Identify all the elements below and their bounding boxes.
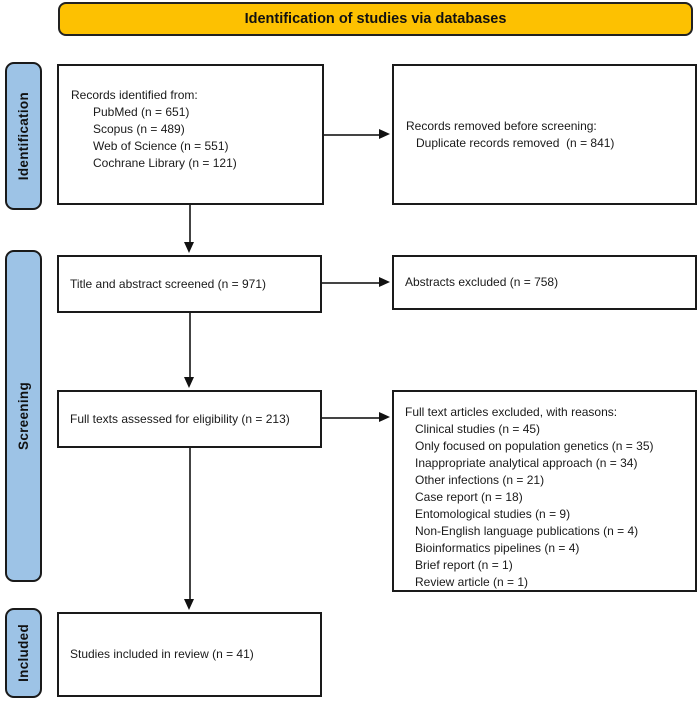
records-source-pubmed: PubMed (n = 651) (93, 105, 190, 119)
arrow-right-icon (379, 412, 390, 422)
arrow-down-icon (184, 377, 194, 388)
exclusion-reason-analytical-approach: Inappropriate analytical approach (n = 3… (415, 456, 638, 470)
exclusion-reason-non-english: Non-English language publications (n = 4… (415, 524, 639, 538)
records-source-scopus: Scopus (n = 489) (93, 122, 185, 136)
box-studies-included: Studies included in review (n = 41) (57, 612, 322, 697)
box-records-removed: Records removed before screening: Duplic… (392, 64, 697, 205)
box-title-abstract-screened: Title and abstract screened (n = 971) (57, 255, 322, 313)
arrow-identified-to-screened-line (189, 205, 191, 244)
duplicates-removed-item: Duplicate records removed (n = 841) (416, 135, 615, 150)
arrow-down-icon (184, 599, 194, 610)
box-full-text-excluded: Full text articles excluded, with reason… (392, 390, 697, 592)
exclusion-reason-review-article: Review article (n = 1) (415, 575, 529, 589)
full-texts-assessed-text: Full texts assessed for eligibility (n =… (70, 411, 290, 426)
records-source-web-of-science: Web of Science (n = 551) (93, 139, 229, 153)
sidebar-identification-label: Identification (16, 91, 31, 181)
arrow-right-icon (379, 277, 390, 287)
title-abstract-screened-text: Title and abstract screened (n = 971) (70, 276, 266, 291)
arrow-screened-to-fulltext-line (189, 313, 191, 379)
full-text-excluded-title: Full text articles excluded, with reason… (405, 405, 618, 419)
box-abstracts-excluded: Abstracts excluded (n = 758) (392, 255, 697, 310)
sidebar-included-label: Included (16, 624, 31, 682)
exclusion-reason-bioinformatics: Bioinformatics pipelines (n = 4) (415, 541, 580, 555)
sidebar-included-phase: Included (5, 608, 42, 698)
box-records-identified-title: Records identified from: (71, 88, 198, 102)
box-records-removed-title: Records removed before screening: (406, 118, 597, 133)
studies-included-text: Studies included in review (n = 41) (70, 647, 254, 661)
records-source-cochrane: Cochrane Library (n = 121) (93, 156, 237, 170)
abstracts-excluded-text: Abstracts excluded (n = 758) (405, 275, 559, 289)
arrow-identified-to-removed-line (324, 134, 381, 136)
exclusion-reason-other-infections: Other infections (n = 21) (415, 473, 545, 487)
sidebar-identification-phase: Identification (5, 62, 42, 210)
sidebar-screening-phase: Screening (5, 250, 42, 582)
arrow-fulltext-to-excluded-line (322, 417, 381, 419)
banner-title: Identification of studies via databases (244, 11, 507, 27)
box-full-texts-assessed: Full texts assessed for eligibility (n =… (57, 390, 322, 448)
banner-identification-via-databases: Identification of studies via databases (58, 2, 693, 36)
exclusion-reason-brief-report: Brief report (n = 1) (415, 558, 513, 572)
exclusion-reason-entomological: Entomological studies (n = 9) (415, 507, 571, 521)
exclusion-reason-clinical: Clinical studies (n = 45) (415, 422, 541, 436)
arrow-fulltext-to-included-line (189, 448, 191, 601)
exclusion-reason-case-report: Case report (n = 18) (415, 490, 523, 504)
arrow-down-icon (184, 242, 194, 253)
box-records-identified: Records identified from: PubMed (n = 651… (57, 64, 324, 205)
arrow-screened-to-abstracts-excluded-line (322, 282, 381, 284)
exclusion-reason-population-genetics: Only focused on population genetics (n =… (415, 439, 654, 453)
arrow-right-icon (379, 129, 390, 139)
sidebar-screening-label: Screening (16, 382, 31, 450)
